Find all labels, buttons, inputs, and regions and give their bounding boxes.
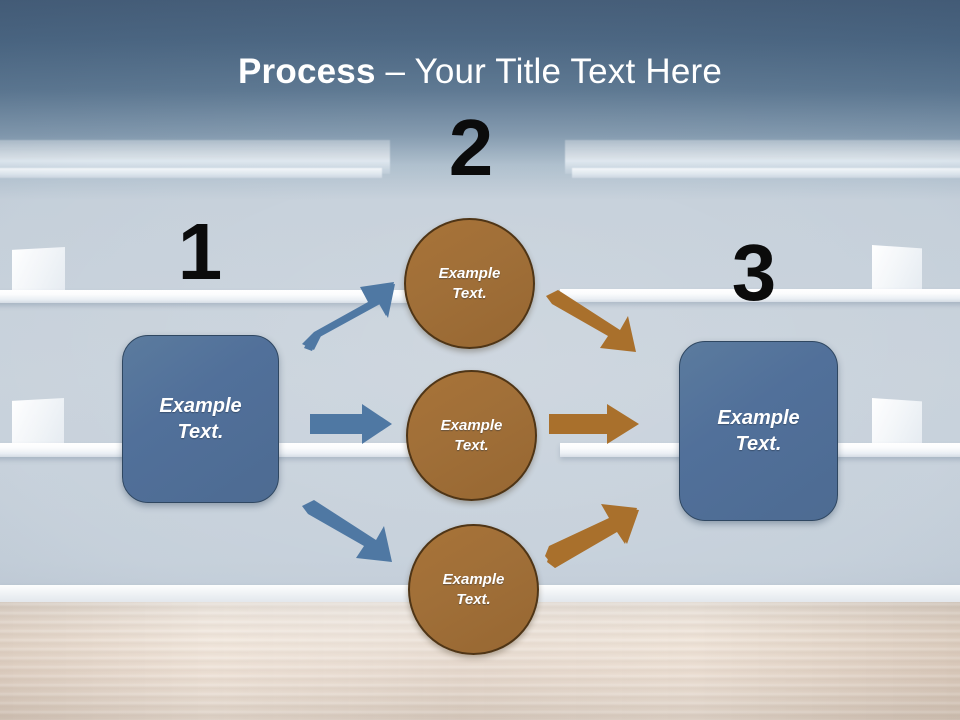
step-number-3: 3 [731,228,777,317]
arrow-brown-middle [549,404,641,448]
label-line-1: Example [159,394,242,417]
label-line-2: Text. [454,436,489,454]
shelf-end-panel [872,398,922,446]
arrow-blue-middle [310,404,394,448]
label-line-1: Example [442,570,505,588]
arrow-brown-down [544,290,650,360]
process-circle-1-label: Example Text. [439,264,501,304]
process-circle-3[interactable]: Example Text. [408,524,539,655]
shelf-board [560,289,960,302]
process-box-output[interactable]: Example Text. [679,341,838,521]
arrow-blue-up [300,278,400,353]
arrow-blue-down [300,500,400,572]
slide-title-rest: Your Title Text Here [414,52,722,91]
process-circle-2[interactable]: Example Text. [406,370,537,501]
label-line-2: Text. [735,433,782,455]
process-box-output-label: Example Text. [717,405,799,458]
top-shelf-lip-left [0,168,382,178]
shelf-end-panel [12,398,64,446]
label-line-2: Text. [177,421,224,443]
label-line-1: Example [438,264,501,282]
arrow-brown-up [545,500,651,570]
slide-title-separator: – [385,52,415,91]
label-line-2: Text. [456,590,491,608]
top-shelf-lip-right [572,168,960,178]
process-circle-2-label: Example Text. [441,416,503,456]
process-circle-3-label: Example Text. [443,570,505,610]
shelf-end-panel [872,245,922,293]
shelf-end-panel [12,247,65,294]
process-box-input-label: Example Text. [159,393,241,446]
process-circle-1[interactable]: Example Text. [404,218,535,349]
slide-title-bold: Process [238,52,386,91]
label-line-1: Example [440,416,503,434]
step-number-1: 1 [177,207,223,296]
label-line-1: Example [717,406,800,429]
label-line-2: Text. [452,284,487,302]
slide-title: Process – Your Title Text Here [0,50,960,94]
step-number-2: 2 [448,103,494,192]
process-box-input[interactable]: Example Text. [122,335,279,503]
